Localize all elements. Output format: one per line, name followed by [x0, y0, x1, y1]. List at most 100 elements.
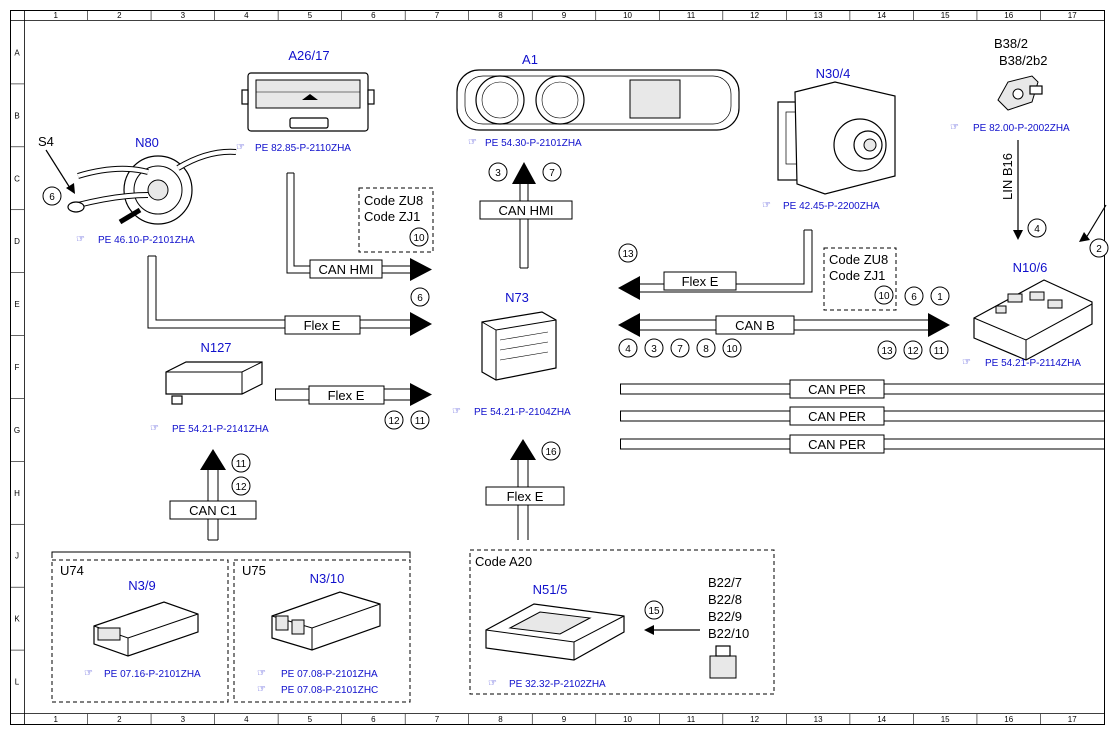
- grid-col-bottom: 4: [244, 715, 249, 724]
- n73-gateway-module-icon: [481, 311, 557, 381]
- u74-group: [51, 559, 229, 703]
- marker-circle: [722, 338, 742, 358]
- grid-col-top: 12: [750, 11, 759, 20]
- grid-col-bottom: 15: [941, 715, 950, 724]
- marker-number: 10: [726, 344, 738, 355]
- svg-text:PE 07.08-P-2101ZHA: PE 07.08-P-2101ZHA: [281, 669, 378, 680]
- code-zu8-zj1-left-box: [358, 187, 434, 253]
- can-per-lines: CAN PER CAN PER CAN PER: [620, 379, 1104, 454]
- svg-text:6: 6: [49, 192, 55, 203]
- n10-6-sam-module-icon: [973, 279, 1093, 361]
- svg-text:10: 10: [878, 291, 890, 302]
- svg-text:PE 32.32-P-2102ZHA: PE 32.32-P-2102ZHA: [509, 679, 606, 690]
- svg-text:Flex E: Flex E: [304, 318, 341, 333]
- svg-text:CAN B: CAN B: [735, 318, 775, 333]
- n3-9-ecu-icon: [93, 601, 199, 657]
- svg-text:1: 1: [937, 292, 943, 303]
- grid-col-bottom: 7: [435, 715, 440, 724]
- flex-e-bottom-tag: [485, 486, 565, 506]
- can-b-tag: [715, 315, 795, 335]
- grid-col-top: 10: [623, 11, 632, 20]
- svg-text:N3/9: N3/9: [128, 578, 155, 593]
- b38-sensor-icon: [997, 75, 1043, 111]
- u75-group: [233, 559, 411, 703]
- svg-text:☞: ☞: [76, 234, 85, 245]
- svg-text:16: 16: [545, 447, 557, 458]
- grid-col-top: 1: [54, 11, 59, 20]
- svg-text:☞: ☞: [257, 684, 266, 695]
- grid-col-top: 9: [562, 11, 567, 20]
- grid-row-label: D: [14, 237, 20, 246]
- grid-col-top: 16: [1004, 11, 1013, 20]
- grid-row-label: K: [14, 615, 20, 624]
- grid-row-label: J: [15, 552, 19, 561]
- marker-number: 12: [907, 346, 919, 357]
- svg-text:12: 12: [235, 482, 247, 493]
- svg-text:13: 13: [622, 249, 634, 260]
- grid-col-top: 6: [371, 11, 376, 20]
- b38-label-1: B38/2: [994, 36, 1028, 51]
- svg-text:☞: ☞: [762, 200, 771, 211]
- svg-text:Code ZJ1: Code ZJ1: [829, 268, 885, 283]
- marker-circle: [929, 340, 949, 360]
- b38-ref: PE 82.00-P-2002ZHA: [973, 123, 1070, 134]
- n127-ref: PE 54.21-P-2141ZHA: [172, 424, 269, 435]
- svg-text:6: 6: [911, 292, 917, 303]
- marker-circle: [644, 338, 664, 358]
- svg-text:N51/5: N51/5: [533, 582, 568, 597]
- grid-row-label: H: [14, 489, 20, 498]
- marker-number: 7: [677, 344, 683, 355]
- n80-steering-column-module-icon: [67, 148, 237, 225]
- grid-row-label: A: [14, 48, 20, 57]
- svg-text:☞: ☞: [950, 122, 959, 133]
- svg-text:☞: ☞: [468, 137, 477, 148]
- grid-col-bottom: 12: [750, 715, 759, 724]
- svg-text:Flex E: Flex E: [328, 388, 365, 403]
- svg-text:☞: ☞: [257, 668, 266, 679]
- b38-label-2: B38/2b2: [999, 53, 1047, 68]
- svg-text:CAN PER: CAN PER: [808, 437, 866, 452]
- grid-col-bottom: 8: [498, 715, 503, 724]
- grid-col-top: 13: [814, 11, 823, 20]
- grid-col-bottom: 17: [1068, 715, 1077, 724]
- grid-col-top: 15: [941, 11, 950, 20]
- svg-text:Code ZJ1: Code ZJ1: [364, 209, 420, 224]
- flex-e-right-tag: [663, 271, 737, 291]
- svg-text:6: 6: [417, 293, 423, 304]
- svg-text:4: 4: [1034, 224, 1040, 235]
- marker-number: 11: [934, 346, 945, 357]
- a1-instrument-cluster-icon: [456, 69, 740, 131]
- svg-text:B22/10: B22/10: [708, 626, 749, 641]
- grid-col-top: 8: [498, 11, 503, 20]
- svg-text:B22/8: B22/8: [708, 592, 742, 607]
- grid-row-label: L: [15, 678, 20, 687]
- svg-text:B22/9: B22/9: [708, 609, 742, 624]
- lin-b16-label: LIN B16: [1000, 153, 1015, 200]
- grid-col-bottom: 13: [814, 715, 823, 724]
- marker-number: 8: [703, 344, 709, 355]
- grid-col-top: 4: [244, 11, 249, 20]
- n127-label: N127: [200, 340, 231, 355]
- n73-label: N73: [505, 290, 529, 305]
- svg-text:7: 7: [549, 168, 555, 179]
- grid-col-top: 5: [308, 11, 313, 20]
- a1-label: A1: [522, 52, 538, 67]
- grid-col-top: 7: [435, 11, 440, 20]
- grid-col-top: 17: [1068, 11, 1077, 20]
- svg-text:☞: ☞: [236, 142, 245, 153]
- marker-circle: [670, 338, 690, 358]
- code-zu8-zj1-right-box: [823, 247, 897, 311]
- n3-10-ecu-icon: [271, 591, 381, 651]
- svg-text:CAN HMI: CAN HMI: [499, 203, 554, 218]
- n51-5-control-unit-icon: [485, 603, 625, 661]
- grid-col-top: 2: [117, 11, 122, 20]
- svg-text:11: 11: [236, 459, 247, 470]
- grid-col-top: 11: [687, 11, 696, 20]
- svg-text:U75: U75: [242, 563, 266, 578]
- marker-number: 4: [625, 344, 631, 355]
- s4-label: S4: [38, 134, 54, 149]
- svg-text:15: 15: [648, 606, 660, 617]
- svg-text:CAN C1: CAN C1: [189, 503, 237, 518]
